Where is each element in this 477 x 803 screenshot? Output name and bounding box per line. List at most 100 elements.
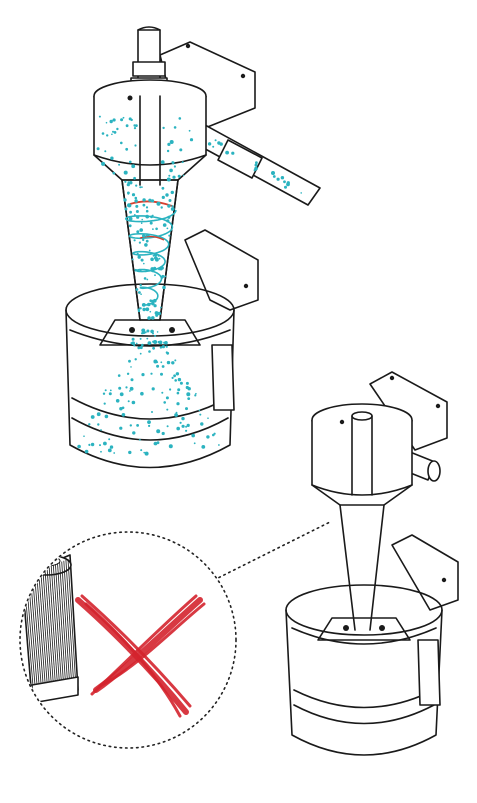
filter-pleat xyxy=(42,569,53,694)
dust-particle xyxy=(148,424,151,427)
dust-particle xyxy=(148,350,151,353)
dust-particle xyxy=(136,215,140,219)
dust-particle xyxy=(141,218,143,221)
filter-pleat xyxy=(52,564,63,692)
dust-particle xyxy=(160,361,163,364)
dust-particle xyxy=(150,372,153,375)
dust-particle xyxy=(139,284,142,287)
dust-particle xyxy=(133,239,136,242)
dust-particle xyxy=(161,431,165,436)
dust-particle xyxy=(147,234,150,237)
dust-particle xyxy=(207,142,212,146)
dust-particle xyxy=(117,374,121,377)
dust-particle xyxy=(124,180,127,183)
dust-particle xyxy=(140,293,142,296)
dust-particle xyxy=(284,186,287,188)
dust-particle xyxy=(145,206,149,209)
dust-particle xyxy=(170,207,175,211)
dust-particle xyxy=(162,285,166,290)
dust-particle xyxy=(182,174,185,177)
dust-particle xyxy=(129,160,132,164)
dust-particle xyxy=(103,402,106,405)
dust-particle xyxy=(132,431,136,435)
dust-particle xyxy=(104,150,107,153)
dust-particle xyxy=(156,331,159,333)
dust-particle xyxy=(108,392,112,396)
dust-particle xyxy=(161,195,165,199)
dust-particle xyxy=(119,426,123,430)
dust-particle xyxy=(153,252,158,257)
dust-particle xyxy=(100,429,102,431)
dust-particle xyxy=(141,186,143,189)
dust-particle xyxy=(171,161,175,164)
dust-particle xyxy=(191,433,195,438)
dust-particle xyxy=(173,374,177,378)
dust-particle xyxy=(225,150,230,155)
dust-particle xyxy=(134,144,137,147)
dust-particle xyxy=(129,181,133,185)
dust-particle xyxy=(189,138,194,142)
dust-particle xyxy=(134,196,138,200)
filter-pleat xyxy=(48,566,59,693)
dust-particle xyxy=(152,254,155,257)
dust-particle xyxy=(194,394,197,397)
filter-pleat xyxy=(46,567,57,693)
dust-particle xyxy=(185,407,188,411)
dust-particle xyxy=(108,438,111,441)
dust-particle xyxy=(193,442,196,445)
dust-particle xyxy=(135,204,139,208)
dust-particle xyxy=(185,381,189,385)
dust-particle xyxy=(300,192,303,194)
dust-particle xyxy=(97,423,100,426)
dust-particle xyxy=(124,207,128,211)
dust-particle xyxy=(155,257,159,262)
cross-stroke xyxy=(75,597,189,715)
filter-pleat xyxy=(50,565,61,692)
dust-particle xyxy=(145,307,150,312)
dust-particle xyxy=(168,174,171,177)
dust-particle xyxy=(142,238,145,242)
dust-particle xyxy=(157,312,160,315)
dust-particle xyxy=(143,277,147,280)
dust-particle xyxy=(148,249,151,252)
dust-particle xyxy=(118,163,121,166)
dust-particle xyxy=(166,360,171,365)
dust-particle xyxy=(200,422,204,426)
dust-particle xyxy=(151,268,155,273)
dust-particle xyxy=(126,183,130,187)
dust-particle xyxy=(109,389,112,392)
dust-particle xyxy=(140,449,143,452)
dust-particle xyxy=(83,435,85,438)
dust-particle xyxy=(142,307,146,312)
dust-particle xyxy=(151,302,155,306)
dust-particle xyxy=(90,442,95,447)
filter-pleat xyxy=(63,560,73,689)
dust-particle xyxy=(136,230,140,234)
dust-particle xyxy=(144,331,147,334)
dust-particle xyxy=(156,429,161,434)
dust-particle xyxy=(107,448,112,453)
dust-particle xyxy=(101,132,105,135)
dust-particle xyxy=(112,171,116,175)
swirl-path xyxy=(124,209,177,306)
dust-particle xyxy=(219,142,223,146)
dust-particle xyxy=(171,376,174,379)
dust-particle xyxy=(147,316,151,320)
filter-pleat xyxy=(57,563,67,691)
dust-particle xyxy=(131,258,134,261)
dust-particle xyxy=(139,307,142,310)
dust-particle xyxy=(195,392,197,395)
dust-particle xyxy=(139,269,142,273)
dust-particle xyxy=(153,441,158,446)
cyclone-separator-icon xyxy=(285,371,459,756)
dust-particle xyxy=(127,400,130,403)
dust-particle xyxy=(135,288,139,291)
dust-particle xyxy=(147,341,152,345)
dust-particle xyxy=(88,443,91,446)
dust-particle xyxy=(137,255,141,259)
dust-particle xyxy=(120,118,124,122)
dust-particle xyxy=(150,329,154,334)
dust-particle xyxy=(161,365,165,368)
dust-particle xyxy=(100,450,102,453)
dust-particle xyxy=(181,161,184,164)
